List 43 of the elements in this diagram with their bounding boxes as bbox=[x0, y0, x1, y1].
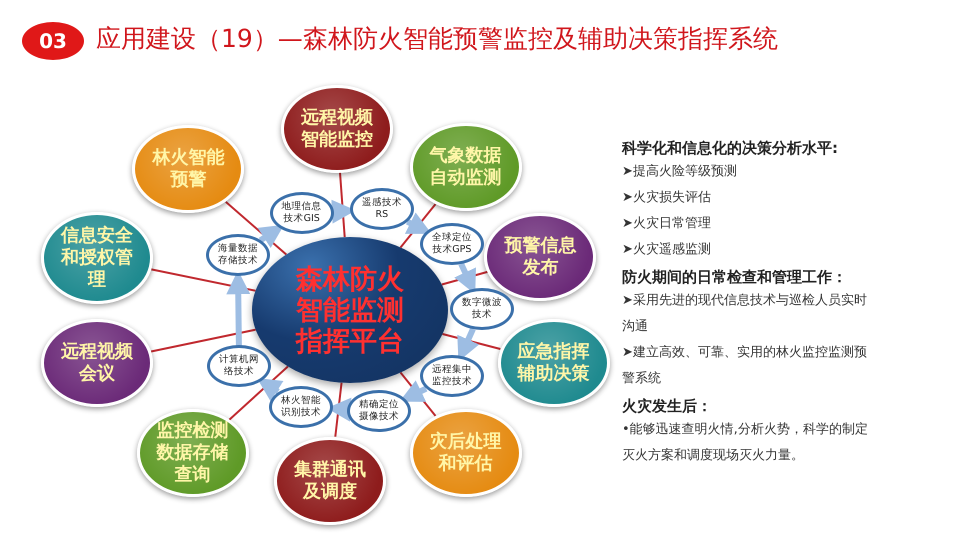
technology-label: 地理信息技术GIS bbox=[282, 201, 322, 226]
technology-ellipse bbox=[207, 345, 272, 388]
module-label: 预警信息发布 bbox=[503, 235, 578, 280]
module-label: 气象数据自动监测 bbox=[428, 145, 502, 189]
technology-label: 数字微波技术 bbox=[462, 296, 502, 321]
technology-label: 遥感技术RS bbox=[362, 197, 402, 222]
module-label: 林火智能预警 bbox=[151, 147, 226, 192]
technology-ellipse bbox=[420, 222, 484, 265]
bullet-text: ➤火灾日常管理 bbox=[622, 215, 712, 233]
module-label: 集群通讯及调度 bbox=[292, 458, 368, 502]
technology-ellipse bbox=[347, 390, 412, 432]
technology-ellipse bbox=[268, 386, 333, 428]
bullet-text: ➤火灾损失评估 bbox=[622, 189, 712, 207]
technology-label: 精确定位摄像技术 bbox=[359, 399, 400, 424]
bullet-text: ➤建立高效、可靠、实用的林火监控监测预警系统 bbox=[622, 344, 868, 388]
title: 应用建设（19）—森林防火智能预警监控及辅助决策指挥系统 bbox=[96, 23, 778, 55]
module-label: 监控检测数据存储查询 bbox=[155, 420, 230, 486]
section-heading: 防火期间的日常检查和管理工作： bbox=[622, 267, 848, 288]
technology-ellipse bbox=[450, 288, 514, 330]
module-label: 远程视频会议 bbox=[60, 340, 134, 385]
bullet-text: ➤火灾遥感监测 bbox=[622, 241, 712, 259]
bullet-text: •能够迅速查明火情,分析火势，科学的制定灭火方案和调度现场灭火力量。 bbox=[622, 421, 869, 465]
module-label: 灾后处理和评估 bbox=[428, 431, 502, 475]
technology-label: 计算机网络技术 bbox=[219, 354, 260, 378]
section-heading: 火灾发生后： bbox=[622, 396, 713, 417]
technology-label: 林火智能识别技术 bbox=[280, 394, 321, 418]
technology-label: 全球定位技术GPS bbox=[432, 232, 472, 256]
connector-line bbox=[150, 328, 256, 352]
module-label: 应急指挥辅助决策 bbox=[516, 340, 590, 385]
section-heading: 科学化和信息化的决策分析水平: bbox=[622, 138, 839, 159]
platform-title: 森林防火智能监测指挥平台 bbox=[294, 264, 405, 356]
bullet-text: ➤采用先进的现代信息技术与巡检人员实时沟通 bbox=[622, 292, 868, 336]
technology-ellipse bbox=[206, 234, 270, 276]
bullet-text: ➤提高火险等级预测 bbox=[622, 163, 738, 181]
technology-label: 海量数据存储技术 bbox=[218, 243, 258, 268]
number-badge: 03 bbox=[22, 22, 84, 60]
module-label: 信息安全和授权管理 bbox=[60, 225, 134, 292]
technology-ellipse bbox=[350, 188, 414, 230]
technology-label: 远程集中监控技术 bbox=[432, 364, 472, 388]
module-label: 远程视频智能监控 bbox=[300, 106, 374, 150]
technology-ellipse bbox=[420, 355, 484, 398]
technology-ellipse bbox=[270, 192, 334, 234]
connector-line bbox=[228, 366, 289, 420]
